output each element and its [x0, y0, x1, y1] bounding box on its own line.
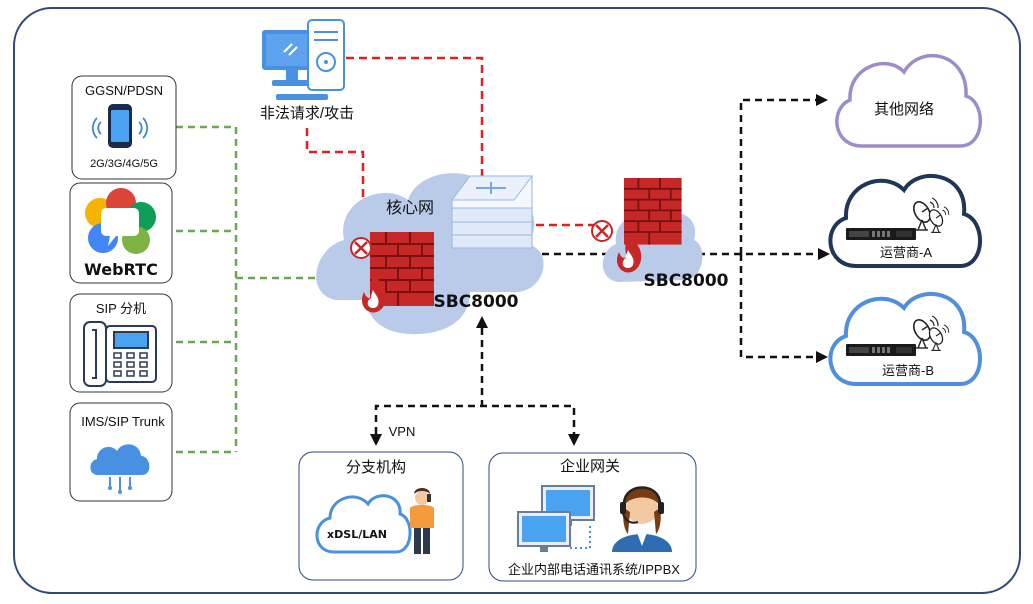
enterprise-gateway-card: 企业网关 企业内部电话通讯系统/IPPBX [488, 452, 697, 582]
branch-office-card: 分支机构 xDSL/LAN [298, 451, 464, 581]
router-icon [451, 175, 533, 249]
core-network-label: 核心网 [386, 199, 434, 217]
smartphone-icon [91, 104, 149, 148]
cloud-upload-icon [90, 444, 150, 494]
attacker-computer: 非法请求/攻击 [260, 19, 354, 122]
branch-cloud-label: xDSL/LAN [327, 528, 387, 541]
mobile-title: GGSN/PDSN [85, 83, 163, 98]
sip-phone-card: SIP 分机 [69, 293, 173, 393]
edge-sbc-label: SBC8000 [644, 271, 729, 291]
attacker-label: 非法请求/攻击 [260, 105, 354, 122]
branch-title: 分支机构 [346, 459, 406, 476]
carrier-b-cloud: 运营商-B [828, 292, 982, 386]
carrier-a-cloud: 运营商-A [828, 174, 982, 268]
server-icon [846, 228, 916, 240]
desktop-computer-icon [262, 19, 345, 100]
ims-trunk-title: IMS/SIP Trunk [81, 414, 165, 429]
sip-phone-title: SIP 分机 [96, 301, 146, 316]
desk-phone-icon [83, 321, 157, 387]
webrtc-label: WebRTC [84, 260, 158, 279]
server-icon [846, 344, 916, 356]
call-agent-icon [612, 486, 672, 552]
mobile-caption: 2G/3G/4G/5G [90, 158, 158, 170]
other-network-label: 其他网络 [874, 101, 934, 118]
outer-frame [13, 7, 1021, 594]
vpn-label: VPN [389, 424, 416, 439]
block-icon [349, 236, 373, 260]
block-icon [590, 219, 614, 243]
monitor-icon [517, 511, 571, 552]
enterprise-title: 企业网关 [560, 457, 620, 475]
other-network-cloud: 其他网络 [835, 54, 982, 148]
core-sbc-label: SBC8000 [434, 292, 519, 312]
ims-trunk-card: IMS/SIP Trunk [69, 402, 173, 502]
webrtc-card: WebRTC [69, 182, 173, 284]
mobile-card: GGSN/PDSN 2G/3G/4G/5G [71, 75, 177, 180]
person-on-phone-icon [410, 488, 434, 554]
carrier-a-label: 运营商-A [880, 245, 932, 260]
enterprise-caption: 企业内部电话通讯系统/IPPBX [508, 562, 680, 577]
webrtc-logo-icon [85, 188, 156, 254]
red-attack-links [305, 56, 598, 227]
carrier-b-label: 运营商-B [882, 363, 934, 378]
